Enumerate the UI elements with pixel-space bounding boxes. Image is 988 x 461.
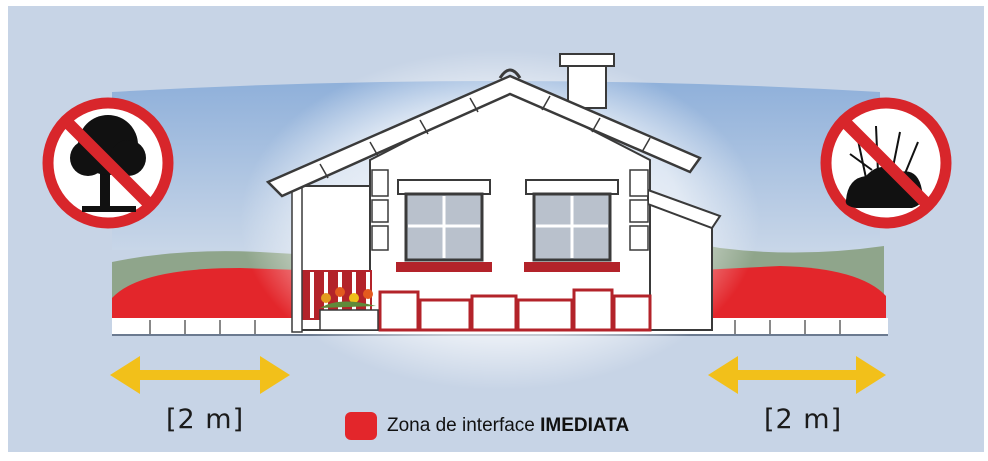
legend-bold: IMEDIATA <box>540 415 630 436</box>
legend-text: Zona de interface IMEDIATA <box>387 415 629 437</box>
ground-dashes <box>149 320 841 334</box>
no-tree-icon <box>42 97 174 229</box>
right-distance-label: [2 m] <box>764 404 843 435</box>
right-distance-arrow <box>708 356 886 394</box>
house <box>265 53 722 333</box>
window-right <box>524 179 620 272</box>
flower-box <box>319 287 379 331</box>
red-zone-left <box>112 268 300 320</box>
left-distance-label: [2 m] <box>166 404 245 435</box>
no-shrub-icon <box>820 97 952 229</box>
legend-swatch <box>345 412 377 440</box>
legend-prefix: Zona de interface <box>387 415 541 436</box>
red-zone-right <box>700 266 886 320</box>
legend: Zona de interface IMEDIATA <box>345 409 629 443</box>
left-distance-arrow <box>110 356 290 394</box>
window-left <box>396 179 492 272</box>
